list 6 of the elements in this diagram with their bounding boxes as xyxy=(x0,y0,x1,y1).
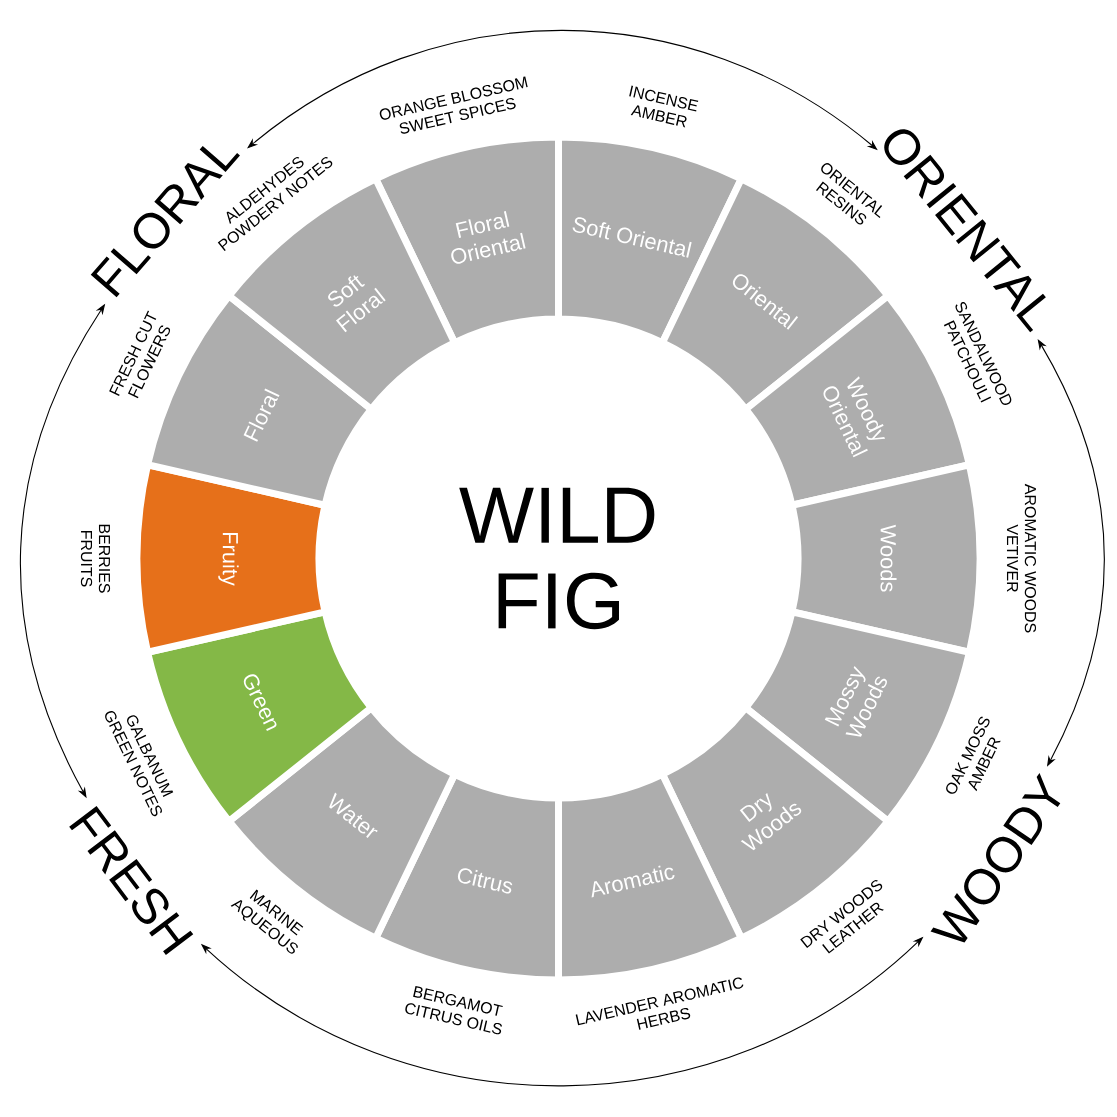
segment: Fruity xyxy=(133,461,329,656)
segment: Woods xyxy=(788,461,984,656)
note-label: BERRIES FRUITS xyxy=(80,524,111,593)
note-label: AROMATIC WOODS VETIVER xyxy=(1007,483,1037,633)
note-label: INCENSE AMBER xyxy=(629,85,699,128)
center-title: WILD FIG xyxy=(459,487,655,630)
